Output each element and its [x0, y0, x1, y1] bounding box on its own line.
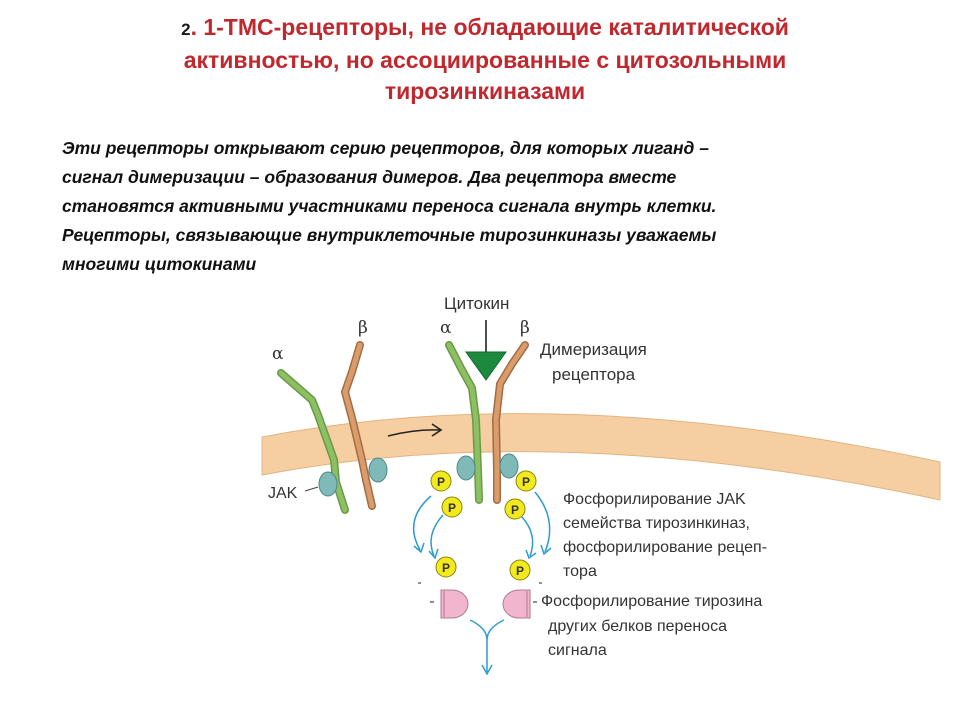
- phos-jak-line-4: тора: [563, 563, 597, 580]
- jak-label: JAK: [268, 485, 298, 502]
- phosphate-5: [435, 556, 457, 578]
- intro-line-5: многими цитокинами: [62, 254, 257, 274]
- phosphate-2-label: P: [448, 501, 456, 515]
- cytokine-label: Цитокин: [444, 294, 509, 313]
- phosphate-group-lower: P P: [435, 556, 531, 581]
- phosphate-3-label: P: [522, 475, 530, 489]
- phosphate-6: [509, 559, 531, 581]
- curved-arrow-left-1-head: [413, 542, 425, 554]
- jak-oval-left-1: [318, 471, 338, 497]
- phosphate-1: [430, 470, 452, 492]
- phosphate-3: [515, 470, 537, 492]
- dimerization-label-2: рецептора: [552, 365, 636, 384]
- curved-arrow-left-2-head: [428, 548, 439, 560]
- signal-protein-left: [440, 589, 469, 619]
- alpha-label-right: α: [440, 318, 452, 338]
- jak-oval-left-2: [368, 457, 388, 483]
- phos-tyr-line-2: других белков переноса: [548, 618, 727, 635]
- dimerization-label-1: Димеризация: [540, 340, 647, 359]
- slide-title: 2. 1-ТМС-рецепторы, не обладающие катали…: [60, 12, 910, 107]
- cytokine-triangle: [465, 351, 507, 381]
- phosphate-4-label: P: [511, 503, 519, 517]
- beta-chain-right-fill: [493, 342, 528, 503]
- title-number: 2: [181, 20, 191, 39]
- jak-oval-dimer-left: [456, 455, 476, 481]
- beta-label-right: β: [520, 318, 530, 338]
- lateral-movement-arrow: [387, 429, 441, 437]
- phos-tyr-line-1: Фосфорилирование тирозина: [541, 593, 762, 610]
- jak-oval-dimer-right: [499, 453, 519, 479]
- curved-arrow-right-1: [534, 491, 551, 553]
- phosphate-6-label: P: [516, 564, 524, 578]
- beta-chain-left-fill: [342, 342, 375, 509]
- intro-line-1: Эти рецепторы открывают серию рецепторов…: [62, 138, 709, 158]
- alpha-chain-right-fill: [446, 342, 482, 503]
- curved-arrow-left-2: [430, 514, 444, 557]
- alpha-label-left: α: [272, 344, 284, 364]
- phosphate-group-upper: P P P P: [430, 470, 537, 520]
- intro-line-4: Рецепторы, связывающие внутриклеточные т…: [62, 225, 717, 245]
- phosphate-4: [504, 498, 526, 520]
- phosphate-5-label: P: [442, 561, 450, 575]
- curved-arrow-right-1-head: [540, 544, 552, 556]
- title-text-1: . 1-ТМС-рецепторы, не обладающие каталит…: [190, 14, 789, 40]
- phos-jak-line-2: семейства тирозинкиназ,: [563, 515, 750, 532]
- lateral-movement-arrowhead: [431, 423, 443, 437]
- phosphate-1-label: P: [437, 475, 445, 489]
- jak-pointer-line: [304, 486, 319, 492]
- curved-arrow-left-1: [412, 495, 432, 551]
- cell-membrane: [261, 413, 941, 501]
- title-line-1: 2. 1-ТМС-рецепторы, не обладающие катали…: [60, 12, 910, 45]
- curved-arrow-right-2-head: [525, 549, 537, 560]
- curved-arrow-right-2: [521, 516, 534, 557]
- phos-jak-line-3: фосфорилирование рецеп-: [563, 539, 767, 556]
- intro-line-3: становятся активными участниками перенос…: [62, 196, 717, 216]
- phosphate-2: [441, 496, 463, 518]
- signal-proteins: [430, 589, 537, 619]
- signal-down-arrow: [469, 619, 505, 672]
- phos-jak-line-1: Фосфорилирование JAK: [563, 491, 746, 508]
- signal-protein-right: [502, 589, 531, 619]
- phos-tyr-line-3: сигнала: [548, 642, 607, 659]
- alpha-chain-left-fill: [278, 370, 348, 513]
- intro-line-2: сигнал димеризации – образования димеров…: [62, 167, 677, 187]
- title-line-2: активностью, но ассоциированные с цитозо…: [183, 47, 787, 73]
- beta-label-left: β: [358, 318, 368, 338]
- intro-paragraph: Эти рецепторы открывают серию рецепторов…: [62, 134, 862, 279]
- title-line-3: тирозинкиназами: [384, 78, 586, 104]
- signal-down-arrow-head: [481, 664, 493, 676]
